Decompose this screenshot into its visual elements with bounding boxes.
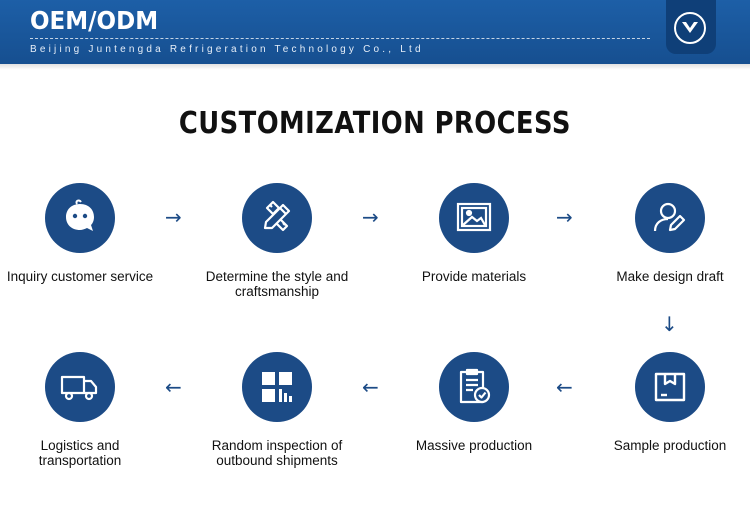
arrow-left-icon: ← [165, 375, 182, 399]
step-inquiry: Inquiry customer service [5, 183, 155, 293]
step-determine-style: Determine the style and craftsmanship [202, 183, 352, 299]
step-random-inspection: Random inspection of outbound shipments [202, 352, 352, 468]
arrow-right-icon: → [556, 205, 573, 229]
step-label: Determine the style and craftsmanship [205, 269, 349, 299]
chat-bubble-icon [45, 183, 115, 253]
step-label: Sample production [613, 438, 727, 453]
brand-divider [30, 38, 650, 39]
step-label: Provide materials [421, 269, 527, 284]
clipboard-check-icon [439, 352, 509, 422]
page-heading: CUSTOMIZATION PROCESS [179, 106, 571, 141]
arrow-left-icon: ← [362, 375, 379, 399]
header-badge [666, 0, 716, 54]
step-massive-production: Massive production [399, 352, 549, 462]
chevron-down-icon [674, 12, 706, 44]
inspection-grid-icon [242, 352, 312, 422]
step-sample-production: Sample production [595, 352, 745, 462]
step-logistics: Logistics and transportation [5, 352, 155, 468]
step-label: Logistics and transportation [38, 438, 122, 468]
box-icon [635, 352, 705, 422]
step-design-draft: Make design draft [595, 183, 745, 293]
step-label: Random inspection of outbound shipments [211, 438, 343, 468]
step-provide-materials: Provide materials [399, 183, 549, 293]
step-label: Massive production [415, 438, 533, 453]
pencil-ruler-icon [242, 183, 312, 253]
header-banner: OEM/ODM Beijing Juntengda Refrigeration … [0, 0, 750, 64]
banner-shadow [0, 64, 750, 70]
image-icon [439, 183, 509, 253]
brand-title: OEM/ODM [30, 6, 159, 35]
step-label: Inquiry customer service [6, 269, 154, 284]
truck-icon [45, 352, 115, 422]
company-name: Beijing Juntengda Refrigeration Technolo… [30, 44, 424, 55]
user-edit-icon [635, 183, 705, 253]
step-label: Make design draft [616, 269, 724, 284]
arrow-right-icon: → [362, 205, 379, 229]
arrow-right-icon: → [165, 205, 182, 229]
arrow-left-icon: ← [556, 375, 573, 399]
arrow-down-icon: ↓ [661, 312, 678, 336]
